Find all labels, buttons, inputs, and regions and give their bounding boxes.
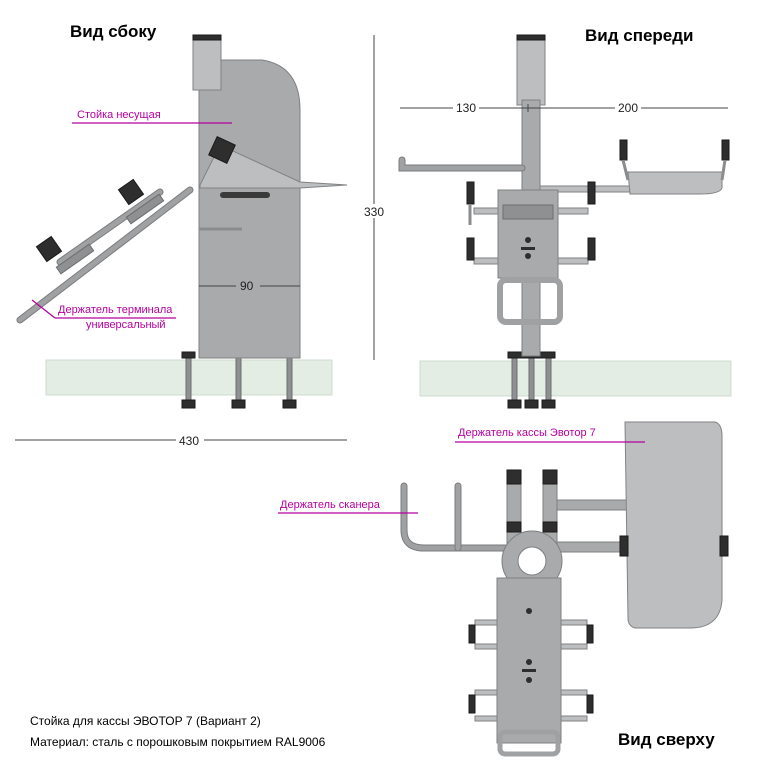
terminal-holder-side (16, 178, 194, 324)
post-top-tube-side (192, 34, 222, 91)
side-view: Вид сбоку (15, 22, 386, 448)
dim-430: 430 (179, 434, 199, 448)
mounting-bolts-front (507, 351, 556, 409)
front-view: Вид спереди (398, 26, 732, 409)
leader-terminal-holder (31, 299, 56, 319)
dim-200: 200 (618, 101, 638, 115)
caption-material: Материал: сталь с порошковым покрытием R… (30, 735, 326, 749)
terminal-brackets-front (466, 181, 596, 265)
dim-330: 330 (364, 205, 384, 219)
tray-slot-side (220, 192, 270, 198)
evotor-tray-front (627, 171, 723, 195)
top-view-title: Вид сверху (618, 730, 715, 749)
terminal-brackets-top (468, 619, 594, 757)
callout-terminal-holder-line1: Держатель терминала (58, 304, 173, 316)
counter-top-front (419, 360, 732, 397)
mount-plate-front (497, 189, 559, 279)
arm-upper-top (556, 499, 628, 511)
top-view: Держатель кассы Эвотор 7 Держатель скане… (278, 421, 729, 757)
support-post-side (198, 59, 301, 359)
post-top-tube-front (516, 34, 546, 106)
tray-clamp-side (208, 136, 236, 164)
evotor-holder-top (624, 421, 723, 629)
caption-title: Стойка для кассы ЭВОТОР 7 (Вариант 2) (30, 714, 261, 728)
dim-90: 90 (240, 279, 254, 293)
callout-post: Стойка несущая (77, 109, 161, 121)
front-view-title: Вид спереди (585, 26, 694, 45)
callout-scanner-holder: Держатель сканера (280, 499, 381, 511)
side-view-title: Вид сбоку (70, 22, 157, 41)
callout-evotor-holder: Держатель кассы Эвотор 7 (458, 427, 596, 439)
callout-terminal-holder-line2: универсальный (86, 319, 166, 331)
dim-130: 130 (456, 101, 476, 115)
lower-loop-front (497, 277, 563, 325)
arm-lower-top (556, 541, 628, 553)
